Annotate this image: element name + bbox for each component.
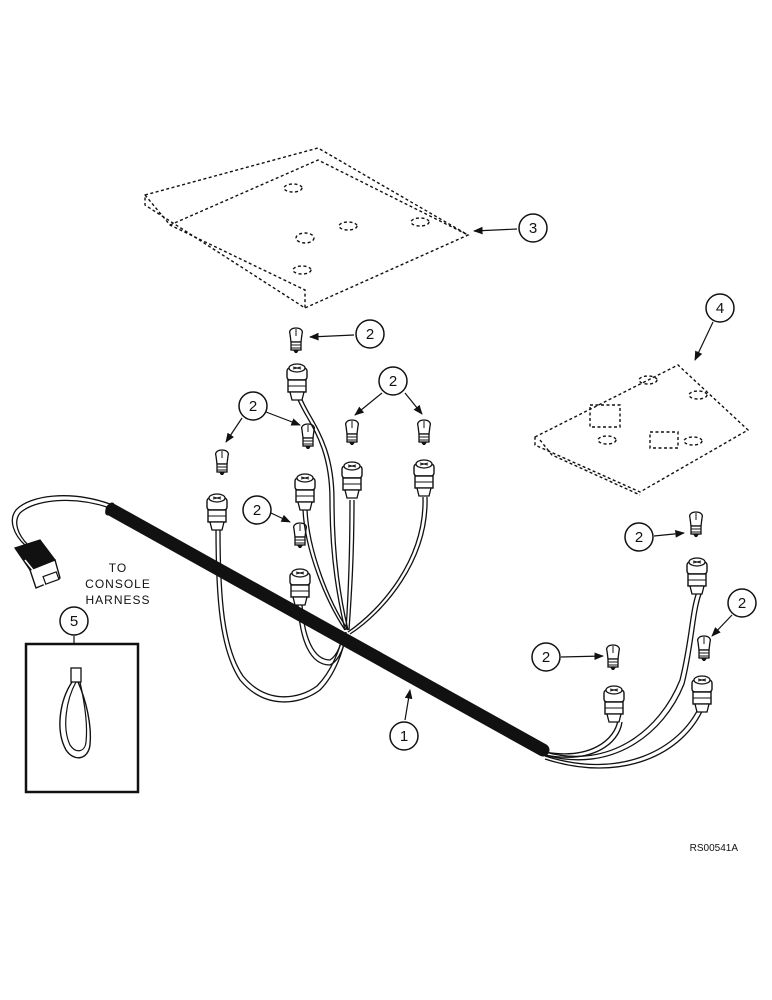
note-line-2: CONSOLE (85, 577, 151, 591)
callout-2-label: 2 (635, 529, 643, 546)
harness-wires-right (544, 591, 705, 769)
callout-1-label: 1 (400, 728, 408, 745)
socket-icon (691, 675, 713, 713)
socket-icon (294, 473, 316, 511)
callout-2: 2 (624, 522, 685, 552)
callout-2: 2 (225, 391, 301, 443)
callout-5: 5 (59, 606, 89, 644)
bulb-icon (689, 511, 703, 538)
callout-2-label: 2 (249, 398, 257, 415)
console-harness-lead (11, 495, 111, 589)
reference-code: RS00541A (690, 843, 739, 854)
connector-plug-icon (13, 539, 61, 589)
callout-2: 2 (354, 366, 423, 416)
callout-2-label: 2 (389, 373, 397, 390)
callout-2-label: 2 (542, 649, 550, 666)
note-line-3: HARNESS (85, 593, 150, 607)
bulb-icon (215, 449, 229, 476)
callout-2: 2 (711, 588, 757, 637)
callout-5-label: 5 (70, 613, 78, 630)
socket-icon (206, 493, 228, 531)
callout-2: 2 (531, 642, 604, 672)
console-harness-note: TO CONSOLE HARNESS (85, 561, 151, 607)
callout-2-label: 2 (366, 326, 374, 343)
callout-2: 2 (309, 319, 385, 349)
bulb-icon (697, 635, 711, 662)
socket-icon (686, 557, 708, 595)
bulb-icon (606, 644, 620, 671)
cable-tie-inset (24, 642, 140, 794)
callout-2: 2 (242, 495, 291, 525)
callout-3: 3 (473, 213, 548, 243)
bulb-icon (345, 419, 359, 446)
bulb-icon (417, 419, 431, 446)
socket-icon (603, 685, 625, 723)
callout-1: 1 (389, 689, 419, 751)
callout-2-label: 2 (738, 595, 746, 612)
panel-4-plate (534, 364, 750, 496)
socket-icon (286, 363, 308, 401)
harness-conduit (105, 502, 550, 757)
panel-3-plate (144, 147, 470, 309)
bulb-icon (289, 327, 303, 354)
socket-icon (413, 459, 435, 497)
callout-4-label: 4 (716, 300, 724, 317)
callout-4: 4 (694, 293, 735, 361)
socket-icon (341, 461, 363, 499)
harness-wires-left (215, 396, 428, 703)
socket-icon (289, 568, 311, 606)
callout-2-label: 2 (253, 502, 261, 519)
note-line-1: TO (109, 561, 127, 575)
callout-3-label: 3 (529, 220, 537, 237)
cable-tie-icon (59, 667, 92, 759)
